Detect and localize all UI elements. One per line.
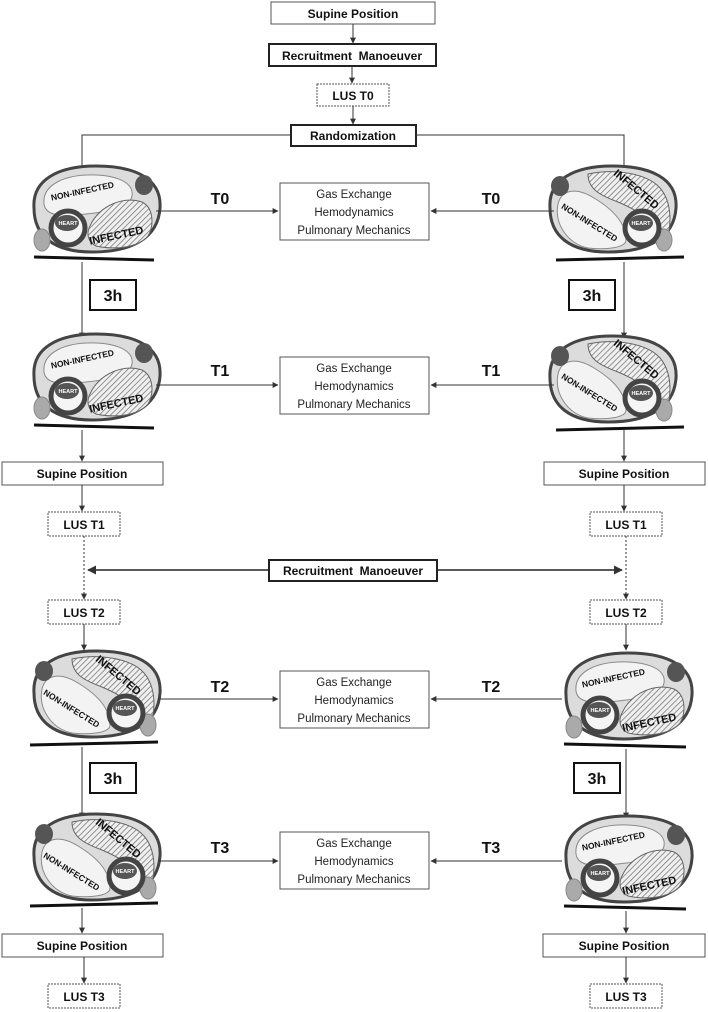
gas-exchange-text: Gas Exchange (316, 677, 391, 689)
lus-t2-label-left: LUS T2 (63, 606, 105, 620)
timepoint-label-left-t0: T0 (211, 191, 230, 208)
lus-t3-label-left: LUS T3 (63, 990, 105, 1004)
lung-diagram-left-t2: INFECTED NON-INFECTED HEART (29, 651, 160, 747)
heart-label: HEART (632, 221, 652, 227)
duration-label-left-1: 3h (104, 288, 123, 305)
lung-diagram-right-t1: INFECTED NON-INFECTED HEART (550, 336, 685, 432)
lus-t1-box-left (47, 511, 121, 537)
recruitment-label-middle: Recruitment Manoeuver (283, 564, 423, 578)
lus-t2-box-left (47, 599, 121, 625)
duration-box-left-1 (89, 279, 137, 311)
lung-diagram-left-t3: INFECTED NON-INFECTED HEART (29, 814, 160, 908)
hemodynamics-text: Hemodynamics (314, 381, 393, 393)
lus-t2-box-right (589, 599, 663, 625)
lung-diagram-left-t1: NON-INFECTED INFECTED HEART (34, 334, 160, 430)
supine-position-label-right-2: Supine Position (579, 939, 670, 953)
duration-label-right-2: 3h (588, 771, 607, 788)
heart-label: HEART (116, 706, 136, 712)
recruitment-label-top: Recruitment Manoeuver (282, 49, 422, 63)
lung-diagram-right-t0: INFECTED NON-INFECTED HEART (550, 166, 685, 262)
hemodynamics-text: Hemodynamics (314, 207, 393, 219)
supine-position-box-right-2 (542, 933, 706, 958)
heart-label: HEART (59, 389, 79, 395)
gas-exchange-text: Gas Exchange (316, 363, 391, 375)
lus-t1-label-right: LUS T1 (605, 518, 647, 532)
hemodynamics-text: Hemodynamics (314, 856, 393, 868)
heart-label: HEART (591, 871, 611, 877)
lung-diagram-right-t2: NON-INFECTED INFECTED HEART (564, 653, 692, 749)
timepoint-label-right-t0: T0 (482, 191, 501, 208)
duration-box-right-2 (573, 762, 621, 794)
heart-label: HEART (591, 708, 611, 714)
pulmonary-mechanics-text: Pulmonary Mechanics (297, 225, 410, 237)
hemodynamics-text: Hemodynamics (314, 695, 393, 707)
heart-label: HEART (116, 869, 136, 875)
supine-position-label-top: Supine Position (308, 7, 399, 21)
pulmonary-mechanics-text: Pulmonary Mechanics (297, 874, 410, 886)
supine-position-label-left-2: Supine Position (37, 939, 128, 953)
lus-t2-label-right: LUS T2 (605, 606, 647, 620)
lus-t1-box-right (589, 511, 663, 537)
duration-box-right-1 (568, 279, 616, 311)
measurements-box-t2 (279, 670, 430, 729)
timepoint-label-right-t1: T1 (482, 363, 501, 380)
lus-t0-label: LUS T0 (332, 89, 374, 103)
lung-diagram-right-t3: NON-INFECTED INFECTED HEART (564, 816, 692, 911)
pulmonary-mechanics-text: Pulmonary Mechanics (297, 399, 410, 411)
lus-t3-box-right (589, 983, 663, 1009)
timepoint-label-right-t3: T3 (482, 840, 501, 857)
gas-exchange-text: Gas Exchange (316, 189, 391, 201)
duration-label-left-2: 3h (104, 771, 123, 788)
heart-label: HEART (59, 221, 79, 227)
measurements-box-t3 (279, 831, 430, 890)
timepoint-label-left-t2: T2 (211, 679, 230, 696)
recruitment-box-middle (268, 559, 438, 582)
timepoint-label-left-t3: T3 (211, 840, 230, 857)
timepoint-label-right-t2: T2 (482, 679, 501, 696)
lus-t3-label-right: LUS T3 (605, 990, 647, 1004)
measurements-box-t0 (279, 182, 430, 241)
heart-label: HEART (632, 391, 652, 397)
lus-t1-label-left: LUS T1 (63, 518, 105, 532)
duration-label-right-1: 3h (583, 288, 602, 305)
lung-diagram-left-t0: NON-INFECTED INFECTED HEART (34, 166, 160, 262)
lus-t3-box-left (47, 983, 121, 1009)
measurements-box-t1 (279, 356, 430, 415)
supine-position-label-left-1: Supine Position (37, 467, 128, 481)
timepoint-label-left-t1: T1 (211, 363, 230, 380)
duration-box-left-2 (89, 762, 137, 794)
randomization-label: Randomization (310, 129, 396, 143)
pulmonary-mechanics-text: Pulmonary Mechanics (297, 713, 410, 725)
gas-exchange-text: Gas Exchange (316, 838, 391, 850)
supine-position-box-left-2 (1, 933, 164, 958)
supine-position-label-right-1: Supine Position (579, 467, 670, 481)
